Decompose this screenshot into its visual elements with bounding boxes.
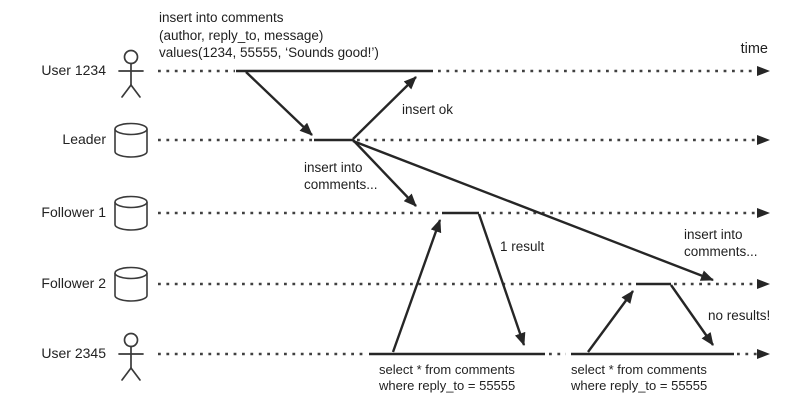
select-query-2-text: select * from comments where reply_to = …: [571, 362, 708, 393]
person-icon: [118, 49, 144, 98]
replicate-follower2-text: insert into comments...: [684, 227, 758, 259]
row-label-user-2345: User 2345: [41, 345, 106, 361]
arrow-replicate-follower1: [352, 139, 417, 207]
insert-ok-text: insert ok: [402, 102, 454, 117]
arrow-insert-to-leader: [245, 71, 313, 136]
arrow-query-follower1: [391, 219, 442, 353]
time-axis-label: time: [740, 41, 768, 57]
arrow-result-follower1: [477, 213, 526, 346]
row-label-leader: Leader: [62, 131, 106, 147]
row-label-follower-2: Follower 2: [41, 275, 106, 291]
arrow-result-follower2: [670, 284, 714, 346]
arrow-query-follower2: [587, 290, 634, 353]
row-label-user-1234: User 1234: [41, 62, 106, 78]
message-arrows: [245, 71, 714, 353]
database-icon: [114, 266, 148, 302]
person-icon: [118, 332, 144, 381]
database-icon: [114, 195, 148, 231]
select-query-1-text: select * from comments where reply_to = …: [379, 362, 516, 393]
row-label-follower-1: Follower 1: [41, 204, 106, 220]
no-results-text: no results!: [708, 308, 771, 323]
activity-segments: [236, 69, 734, 356]
arrow-replicate-follower2: [352, 139, 714, 282]
arrow-insert-ok: [352, 76, 417, 140]
replicate-follower1-text: insert into comments...: [304, 160, 378, 192]
database-icon: [114, 122, 148, 158]
one-result-text: 1 result: [500, 239, 545, 254]
insert-query-text: insert into comments (author, reply_to, …: [159, 10, 379, 60]
timeline-end-arrow-icons: [757, 66, 770, 359]
